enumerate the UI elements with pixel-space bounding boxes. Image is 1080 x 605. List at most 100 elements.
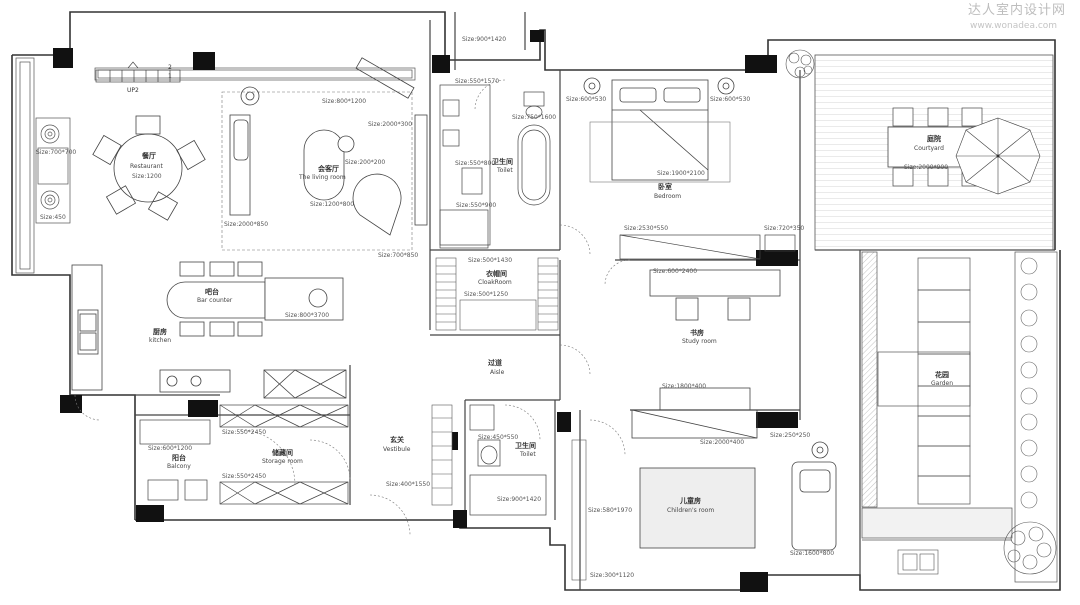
left-window-frames [15, 57, 416, 274]
dining-table [92, 115, 206, 221]
guest-toilet-fixtures [469, 404, 547, 516]
side-cabinet [35, 117, 71, 224]
size-label: Size:550*2450 [222, 473, 267, 480]
room-courtyard-cn: 庭院 [927, 135, 941, 143]
room-bedroom-cn: 卧室 [658, 183, 672, 191]
stair-step-2: 2 [168, 64, 172, 71]
size-label: Size:900*1420 [497, 496, 542, 503]
size-label: Size:550*2450 [222, 429, 267, 436]
room-balcony-en: Balcony [167, 463, 191, 470]
room-living-en: The living room [299, 174, 346, 181]
bar-counter [166, 261, 344, 337]
room-kitchen-en: kitchen [149, 337, 172, 344]
bedroom-wardrobe [619, 234, 796, 260]
room-toilet1-en: Toilet [497, 167, 513, 174]
size-label: Size:700*850 [378, 252, 419, 259]
room-storage-cn: 储藏间 [272, 449, 293, 457]
watermark-title: 达人室内设计网 [968, 3, 1067, 18]
room-children-cn: 儿童房 [680, 497, 701, 505]
size-label: Size:800*3700 [285, 312, 330, 319]
size-label: Size:550*800 [455, 160, 496, 167]
garden-shrubs [1020, 257, 1038, 509]
balcony-fixtures [139, 419, 211, 501]
room-storage-en: Storage room [262, 458, 303, 465]
size-label: Size:2530*550 [624, 225, 669, 232]
cloakroom-racks [435, 257, 559, 331]
size-label: Size:2000*850 [224, 221, 269, 228]
size-label: Size:1200*800 [310, 201, 355, 208]
door-swings [74, 79, 631, 536]
study-furniture [631, 269, 781, 439]
size-label: Size:550*1570 [455, 78, 500, 85]
tree-icon [785, 49, 815, 79]
size-label: Size:2000*900 [904, 164, 949, 171]
size-label: Size:500*1430 [468, 257, 513, 264]
size-label: Size:200*200 [345, 159, 386, 166]
room-toilet1-cn: 卫生间 [492, 158, 513, 166]
room-garden-en: Garden [931, 380, 953, 387]
room-garden-cn: 花园 [935, 371, 949, 379]
size-label: Size:900*1420 [462, 36, 507, 43]
room-aisle-en: Aisle [490, 369, 505, 376]
vestibule-cabinets [431, 404, 453, 506]
room-bedroom-en: Bedroom [654, 193, 682, 200]
size-label: Size:500*1250 [464, 291, 509, 298]
room-children-en: Children's room [667, 507, 715, 514]
size-label: Size:600*1200 [148, 445, 193, 452]
courtyard-deck [814, 54, 1054, 251]
size-label: Size:450 [40, 214, 66, 221]
size-label: Size:450*550 [478, 434, 519, 441]
room-balcony-cn: 阳台 [172, 454, 186, 462]
kitchen-fixtures [71, 264, 347, 399]
childrens-room [571, 439, 837, 581]
watermark-url: www.wonadea.com [970, 21, 1058, 31]
room-study-en: Study room [682, 338, 717, 345]
size-label: Size:550*900 [456, 202, 497, 209]
size-label: Size:800*1200 [322, 98, 367, 105]
stair-label: UP2 [127, 87, 139, 94]
size-label: Size:600*530 [710, 96, 751, 103]
room-study-cn: 书房 [690, 329, 704, 337]
garden-area [861, 251, 1058, 583]
stair-step-1: 1 [168, 73, 172, 80]
room-kitchen-cn: 厨房 [153, 328, 167, 336]
size-label: Size:2000*400 [700, 439, 745, 446]
size-label: Size:1900*2100 [657, 170, 705, 177]
size-label: Size:250*250 [770, 432, 811, 439]
garden-sink [897, 549, 939, 575]
room-cloak-cn: 衣帽间 [486, 270, 507, 278]
size-label: Size:2000*300 [368, 121, 413, 128]
room-vestibule-en: Vestibule [383, 446, 411, 453]
size-label: Size:720*350 [764, 225, 805, 232]
size-label: Size:580*1970 [588, 507, 633, 514]
room-cloak-en: CloakRoom [478, 279, 512, 286]
structural-columns [53, 30, 798, 592]
master-bath-fixtures [439, 84, 551, 249]
size-label: Size:600*2400 [653, 268, 698, 275]
bedroom-rug [589, 121, 731, 183]
room-courtyard-en: Courtyard [914, 145, 944, 152]
bed [583, 77, 735, 181]
room-restaurant-en: Restaurant [130, 163, 163, 170]
living-room-zone [221, 91, 413, 251]
size-label: Size:750*1600 [512, 114, 557, 121]
size-label: Size:1200 [132, 173, 162, 180]
storage-shelves [219, 404, 349, 505]
room-restaurant-cn: 餐厅 [142, 152, 156, 160]
size-label: Size:300*1120 [590, 572, 635, 579]
living-room-furniture [229, 57, 428, 236]
room-toilet2-cn: 卫生间 [515, 442, 536, 450]
size-label: Size:400*1550 [386, 481, 431, 488]
size-label: Size:600*530 [566, 96, 607, 103]
stair [95, 61, 181, 83]
room-toilet2-en: Toilet [520, 451, 536, 458]
size-label: Size:1800*400 [662, 383, 707, 390]
room-vestibule-cn: 玄关 [390, 436, 404, 444]
room-aisle-cn: 过道 [488, 359, 502, 367]
size-label: Size:700*700 [36, 149, 77, 156]
room-bar-cn: 吧台 [205, 288, 219, 296]
tree-icon [1003, 521, 1057, 575]
size-label: Size:1600*800 [790, 550, 835, 557]
room-bar-en: Bar counter [197, 297, 233, 304]
